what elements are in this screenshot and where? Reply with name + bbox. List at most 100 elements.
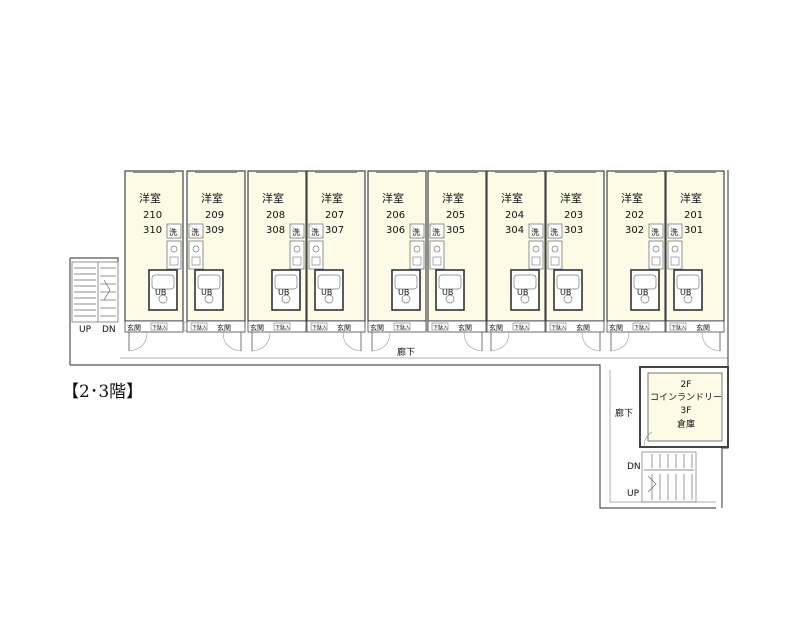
room-number-2f: 207	[325, 210, 344, 221]
toilet-icon	[204, 294, 214, 304]
stove-icon	[312, 245, 320, 253]
room-number-3f: 305	[446, 225, 465, 236]
room-number-2f: 210	[143, 210, 162, 221]
shoe-box	[512, 322, 530, 331]
kitchen-counter	[289, 240, 305, 270]
bathtub-icon	[197, 274, 221, 290]
kitchen-counter	[528, 240, 544, 270]
room-number-3f: 306	[386, 225, 405, 236]
entrance-label: 玄関	[337, 323, 351, 332]
room-number-2f: 208	[266, 210, 285, 221]
room-number-2f: 205	[446, 210, 465, 221]
shoe-box	[549, 322, 567, 331]
room-type-label: 洋室	[201, 191, 223, 205]
stair-left	[74, 262, 116, 322]
kitchen-counter	[547, 240, 563, 270]
bathtub-icon	[317, 274, 341, 290]
shoe-box	[190, 322, 208, 331]
washer-label: 洗	[292, 227, 300, 237]
unit-bath	[553, 269, 583, 311]
sink-icon	[651, 256, 661, 266]
stove-icon	[433, 245, 441, 253]
toilet-icon	[520, 294, 530, 304]
washer-label: 洗	[550, 227, 558, 237]
unit-bath-label: UB	[517, 288, 528, 297]
stair-right	[641, 451, 697, 503]
shoe-box	[273, 322, 291, 331]
pipe-shaft	[183, 321, 188, 332]
room-number-2f: 209	[205, 210, 224, 221]
unit-bath-label: UB	[201, 288, 212, 297]
door-swing	[251, 331, 271, 352]
entrance-label: 玄関	[576, 323, 590, 332]
door-swing	[128, 331, 148, 352]
door-swing	[701, 331, 721, 352]
sink-icon	[412, 256, 422, 266]
kitchen-counter	[188, 240, 204, 270]
shoe-box-label: 下駄入	[152, 324, 167, 331]
shoe-box-label: 下駄入	[671, 324, 686, 331]
washer-label: 洗	[191, 227, 199, 237]
kitchen-counter	[648, 240, 664, 270]
corridor-label-main: 廊下	[397, 346, 415, 358]
kitchen-counter	[166, 240, 182, 270]
stove-icon	[192, 245, 200, 253]
door-swing	[581, 331, 601, 352]
toilet-icon	[324, 294, 334, 304]
entrance-strip	[665, 320, 725, 333]
shoe-box	[310, 322, 328, 331]
washer-label: 洗	[670, 227, 678, 237]
room-type-label: 洋室	[621, 191, 643, 205]
door-swing	[490, 331, 510, 352]
entrance-label: 玄関	[609, 323, 623, 332]
unit-bath-label: UB	[155, 288, 166, 297]
room-number-3f: 310	[143, 225, 162, 236]
toilet-icon	[445, 294, 455, 304]
room-number-3f: 304	[505, 225, 524, 236]
unit-bath-label: UB	[321, 288, 332, 297]
sink-icon	[670, 256, 680, 266]
sink-icon	[191, 256, 201, 266]
stair-left-down-label: DN	[102, 325, 116, 335]
washer-label: 洗	[169, 227, 177, 237]
bathtub-icon	[513, 274, 537, 290]
sink-icon	[432, 256, 442, 266]
room-number-3f: 303	[564, 225, 583, 236]
laundry-2f-label: 2F	[681, 380, 692, 390]
entrance-strip	[306, 320, 366, 333]
room-number-2f: 202	[625, 210, 644, 221]
shoe-box-label: 下駄入	[433, 324, 448, 331]
bathtub-icon	[633, 274, 657, 290]
stove-icon	[413, 245, 421, 253]
unit-bath-label: UB	[398, 288, 409, 297]
room-number-3f: 309	[205, 225, 224, 236]
room-type-label: 洋室	[442, 191, 464, 205]
sink-icon	[169, 256, 179, 266]
kitchen-counter	[308, 240, 324, 270]
entrance-strip	[545, 320, 605, 333]
sink-icon	[531, 256, 541, 266]
bathtub-icon	[438, 274, 462, 290]
room-number-2f: 203	[564, 210, 583, 221]
room-type-label: 洋室	[321, 191, 343, 205]
room-type-label: 洋室	[139, 191, 161, 205]
bathtub-icon	[394, 274, 418, 290]
shoe-box-label: 下駄入	[192, 324, 207, 331]
entrance-label: 玄関	[127, 323, 141, 332]
storage-name-label: 倉庫	[677, 418, 695, 430]
stove-icon	[170, 245, 178, 253]
stair-right-down-label: DN	[627, 462, 641, 472]
sink-icon	[550, 256, 560, 266]
entrance-label: 玄関	[370, 323, 384, 332]
bathtub-icon	[676, 274, 700, 290]
shoe-box	[150, 322, 168, 331]
room-number-3f: 307	[325, 225, 344, 236]
laundry-name-label: コインランドリー	[650, 392, 722, 403]
shoe-box-label: 下駄入	[551, 324, 566, 331]
toilet-icon	[683, 294, 693, 304]
kitchen-counter	[429, 240, 445, 270]
shoe-box	[669, 322, 687, 331]
washer-label: 洗	[412, 227, 420, 237]
unit-bath-label: UB	[680, 288, 691, 297]
